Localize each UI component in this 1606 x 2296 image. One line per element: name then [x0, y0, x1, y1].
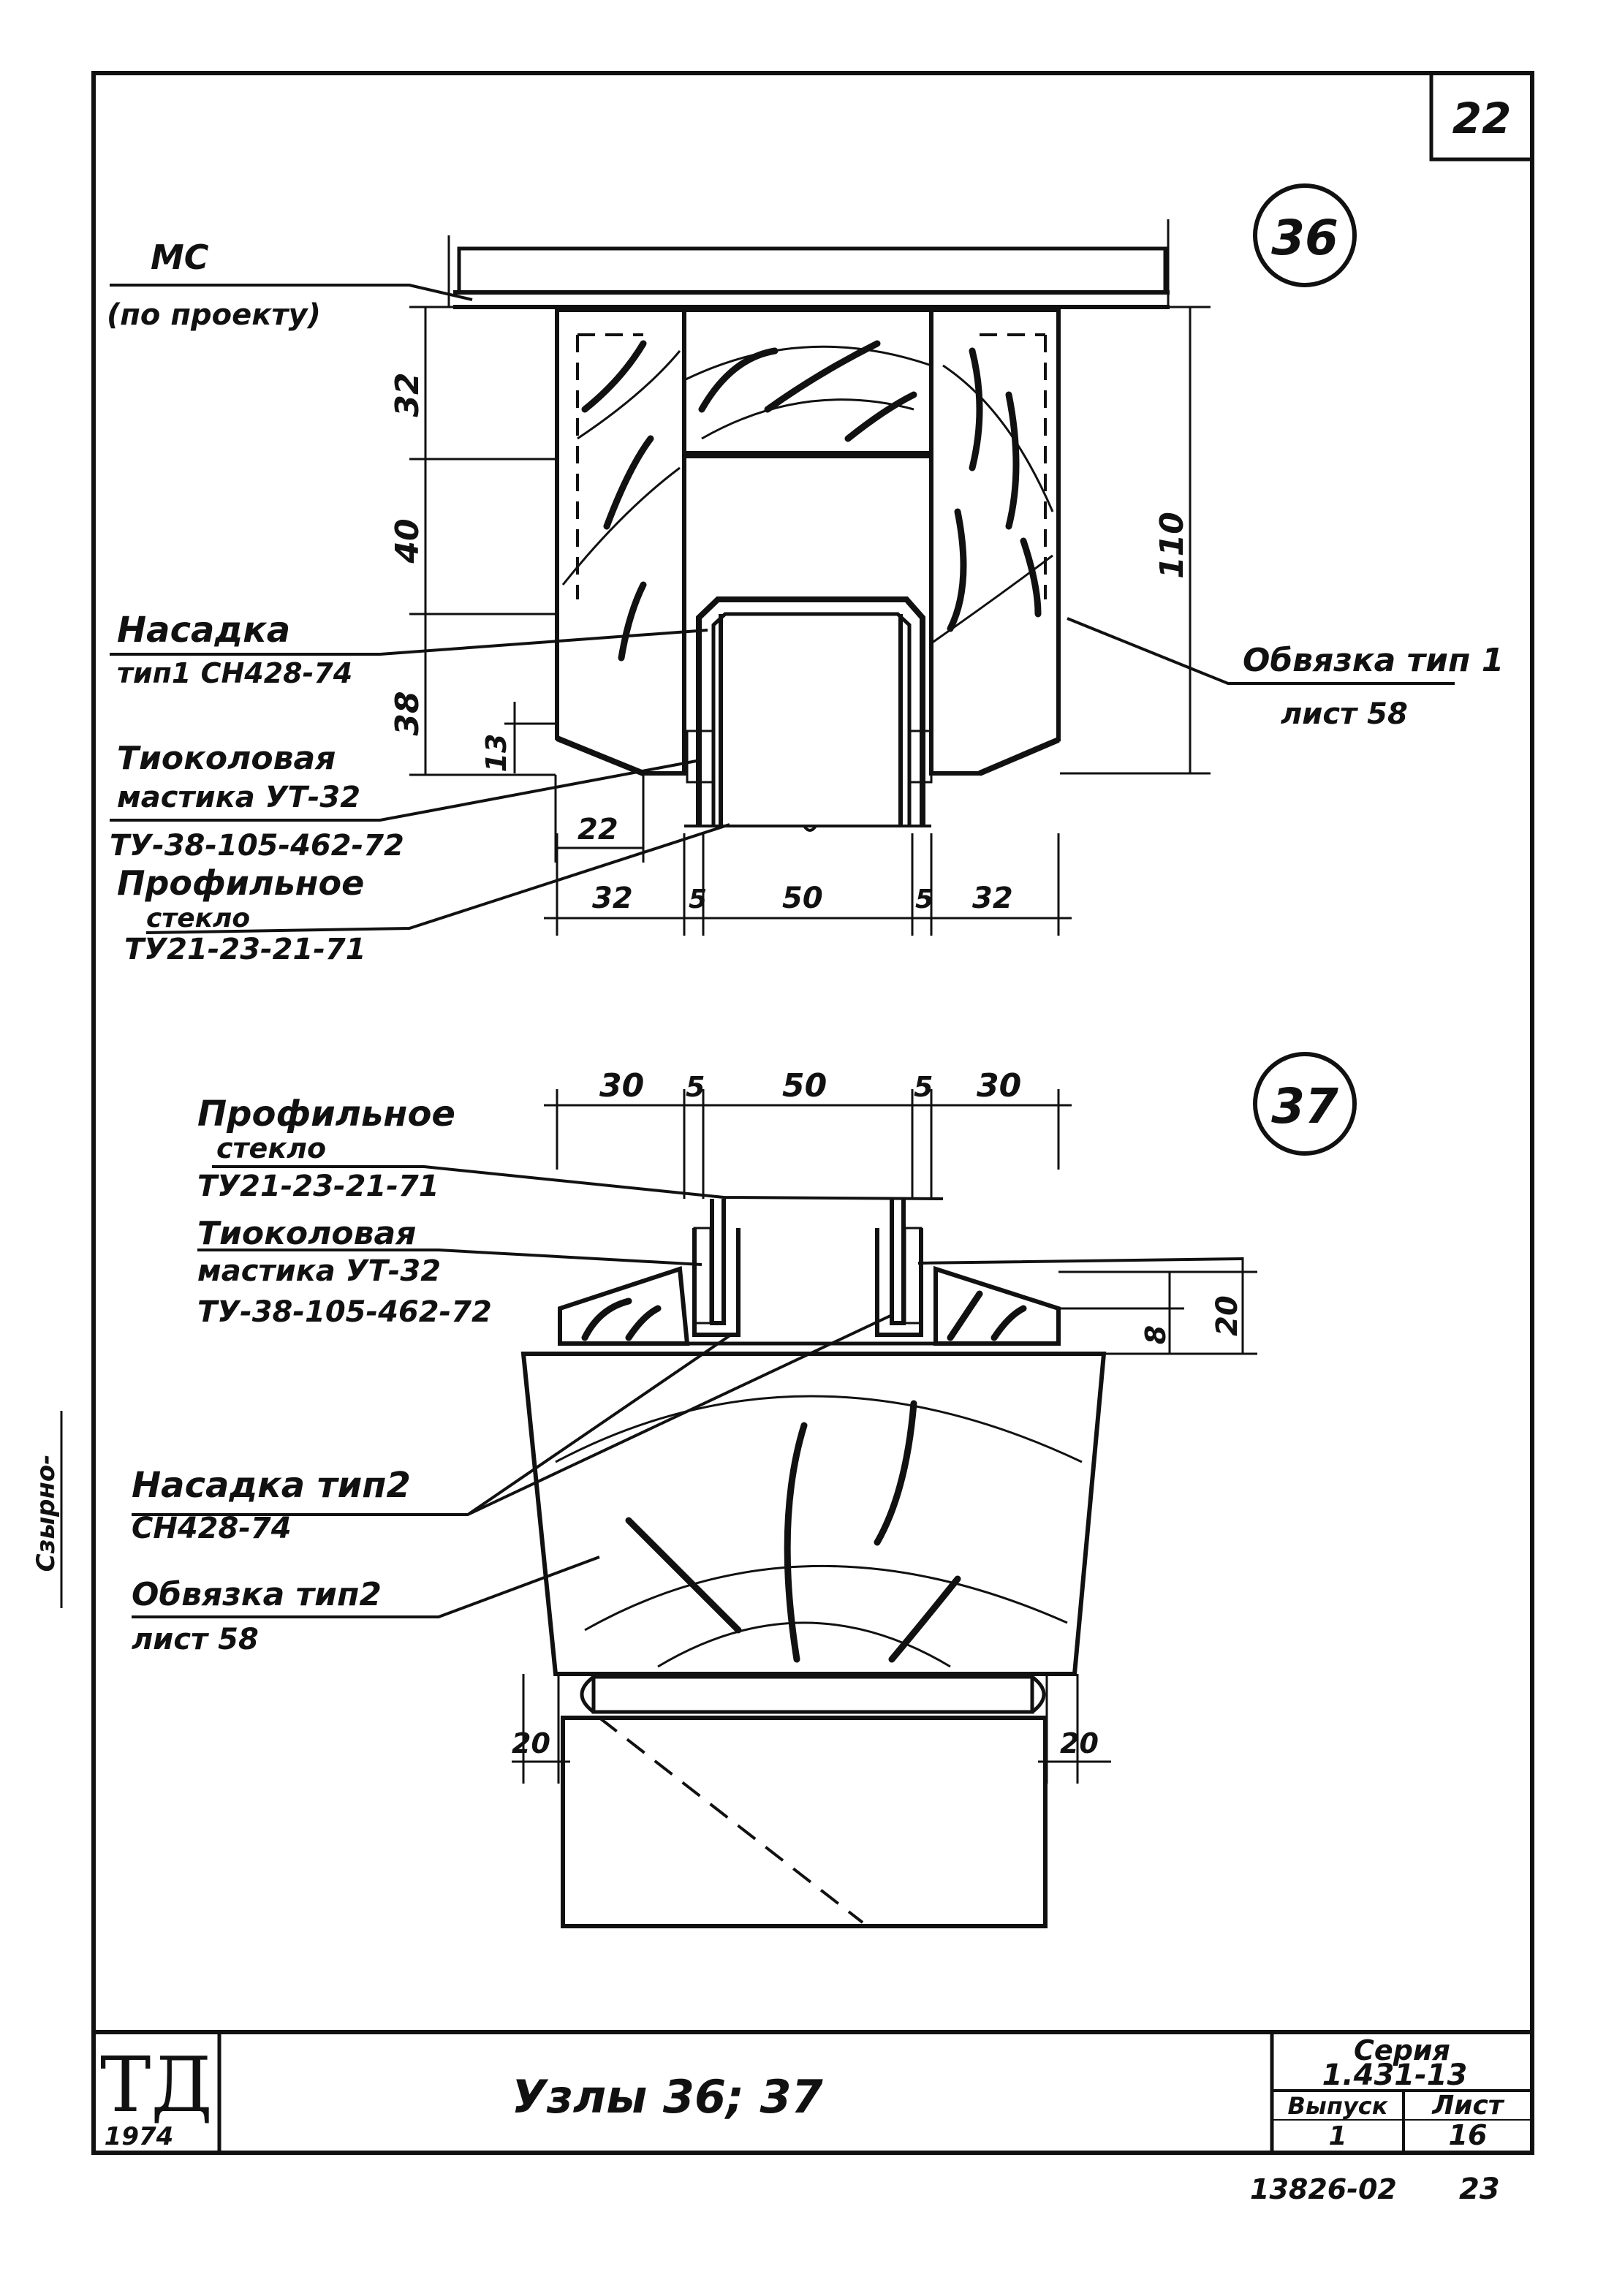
- footer-number: 13826-02: [1250, 2173, 1397, 2205]
- node-36-label-ms: МС (по проекту): [107, 238, 473, 332]
- td-logo: ТД 1974: [100, 2040, 213, 2151]
- n37-label-mastika-1: Тиоколовая: [197, 1215, 416, 1252]
- node-36-badge: 36: [1253, 183, 1357, 287]
- node-37-base: [561, 1716, 1048, 1928]
- label-mastika-2: мастика УТ-32: [117, 781, 360, 814]
- node-37-label-nasadka: Насадка тип2 СН428-74: [132, 1314, 891, 1545]
- node-36-frame-top: [682, 308, 933, 458]
- vypusk-label: Выпуск: [1288, 2092, 1389, 2120]
- sheet-title: Узлы 36; 37: [512, 2070, 824, 2123]
- node-37-frame-type2: [520, 1352, 1107, 1676]
- dim-20-bottom-right: 20: [1060, 1727, 1099, 1759]
- series-label: Серия: [1354, 2034, 1450, 2066]
- node-37-badge: 37: [1253, 1052, 1357, 1156]
- dim-t5-left: 5: [686, 1071, 705, 1103]
- node-37-label-obvyazka: Обвязка тип2 лист 58: [132, 1556, 600, 1656]
- node-36-frame-right: [929, 308, 1061, 776]
- label-steklo-2: стекло: [146, 903, 250, 933]
- series-value: 1.431-13: [1322, 2058, 1468, 2092]
- label-ms-1: МС: [151, 238, 209, 277]
- node-37-dims-right: 8 20: [1058, 1257, 1257, 1355]
- logo-year: 1974: [105, 2122, 174, 2151]
- node-37-mastic-strip: [591, 1675, 1034, 1714]
- node-36-label-steklo: Профильное стекло ТУ21-23-21-71: [117, 823, 730, 966]
- label-obvyazka-1: Обвязка тип 1: [1243, 642, 1504, 679]
- node-37-badge-number: 37: [1271, 1078, 1338, 1134]
- list-label: Лист: [1431, 2091, 1504, 2121]
- node-37-label-mastika: Тиоколовая мастика УТ-32 ТУ-38-105-462-7…: [197, 1215, 1243, 1329]
- dim-b32-right: 32: [972, 882, 1013, 915]
- n37-label-obvyazka-1: Обвязка тип2: [132, 1576, 382, 1613]
- side-stamp: Сзырно-: [31, 1411, 63, 1608]
- node-37-dims-bottom: 20 20: [512, 1674, 1111, 1784]
- node-37-label-steklo: Профильное стекло ТУ21-23-21-71: [197, 1094, 944, 1203]
- node-36-label-obvyazka: Обвязка тип 1 лист 58: [1067, 617, 1504, 731]
- node-36-label-nasadka: Насадка тип1 СН428-74: [110, 610, 708, 689]
- page-number-box: 22: [1429, 71, 1534, 162]
- title-block: ТД 1974 Узлы 36; 37 Серия 1.431-13 Выпус…: [94, 2030, 1532, 2153]
- node-36-dim-22: 22: [554, 775, 645, 863]
- vypusk-value: 1: [1328, 2121, 1346, 2151]
- dim-t30-right: 30: [977, 1067, 1021, 1105]
- dim-b50: 50: [782, 882, 823, 915]
- dim-8: 8: [1140, 1325, 1172, 1344]
- dim-20-bottom-left: 20: [512, 1727, 550, 1759]
- node-37-profile-glass: [687, 1199, 936, 1346]
- slab-ms: [457, 246, 1167, 295]
- side-stamp-text: Сзырно-: [31, 1455, 61, 1572]
- footer-page: 23: [1459, 2172, 1500, 2206]
- list-value: 16: [1449, 2119, 1488, 2151]
- n37-label-mastika-2: мастика УТ-32: [197, 1254, 441, 1288]
- label-mastika-1: Тиоколовая: [117, 740, 336, 777]
- dim-38: 38: [389, 691, 426, 735]
- node-36-dims-left: 32 40 38 13: [389, 306, 556, 776]
- dim-t5-right: 5: [914, 1071, 933, 1103]
- dim-20-right: 20: [1211, 1295, 1244, 1336]
- dim-b32-left: 32: [592, 882, 633, 915]
- label-nasadka-2: тип1 СН428-74: [117, 657, 352, 689]
- node-36-profile-glass: [684, 596, 933, 832]
- node-37-dims-top: 30 5 50 5 30: [544, 1067, 1072, 1199]
- node-36: 36: [107, 183, 1504, 966]
- node-37-wedge-right: [933, 1265, 1061, 1346]
- dim-13: 13: [480, 734, 512, 773]
- node-36-dims-bottom: 32 5 50 5 32: [544, 833, 1072, 936]
- dim-22: 22: [577, 813, 618, 846]
- dim-t30-left: 30: [599, 1067, 644, 1105]
- node-36-dim-right: 110: [1060, 306, 1211, 775]
- dim-b5-left: 5: [689, 884, 707, 914]
- label-obvyazka-2: лист 58: [1281, 697, 1408, 731]
- n37-label-steklo-3: ТУ21-23-21-71: [197, 1170, 439, 1203]
- label-ms-2: (по проекту): [107, 298, 321, 332]
- node-36-label-mastika: Тиоколовая мастика УТ-32 ТУ-38-105-462-7…: [110, 740, 701, 863]
- label-steklo-1: Профильное: [117, 863, 364, 903]
- dim-110: 110: [1154, 512, 1191, 579]
- label-steklo-3: ТУ21-23-21-71: [124, 933, 366, 966]
- n37-label-obvyazka-2: лист 58: [132, 1623, 259, 1656]
- n37-label-nasadka-1: Насадка тип2: [132, 1465, 411, 1506]
- n37-label-steklo-2: стекло: [216, 1132, 326, 1164]
- sheet-frame: [91, 71, 1534, 2155]
- logo-letters: ТД: [100, 2040, 213, 2129]
- n37-label-nasadka-2: СН428-74: [132, 1512, 292, 1545]
- n37-label-steklo-1: Профильное: [197, 1094, 455, 1134]
- dim-b5-right: 5: [915, 884, 933, 914]
- dim-40: 40: [389, 518, 426, 564]
- node-36-frame-left: [555, 308, 686, 776]
- node-36-badge-number: 36: [1271, 210, 1338, 266]
- n37-label-mastika-3: ТУ-38-105-462-72: [197, 1295, 492, 1329]
- node-37: 37 30 5 50 5 30: [132, 1052, 1357, 1928]
- node-37-wedge-left: [558, 1265, 690, 1346]
- page-number-top: 22: [1452, 94, 1512, 143]
- dim-t50: 50: [782, 1067, 827, 1105]
- label-nasadka-1: Насадка: [117, 610, 290, 651]
- dim-32-top: 32: [389, 372, 426, 417]
- label-mastika-3: ТУ-38-105-462-72: [110, 829, 404, 863]
